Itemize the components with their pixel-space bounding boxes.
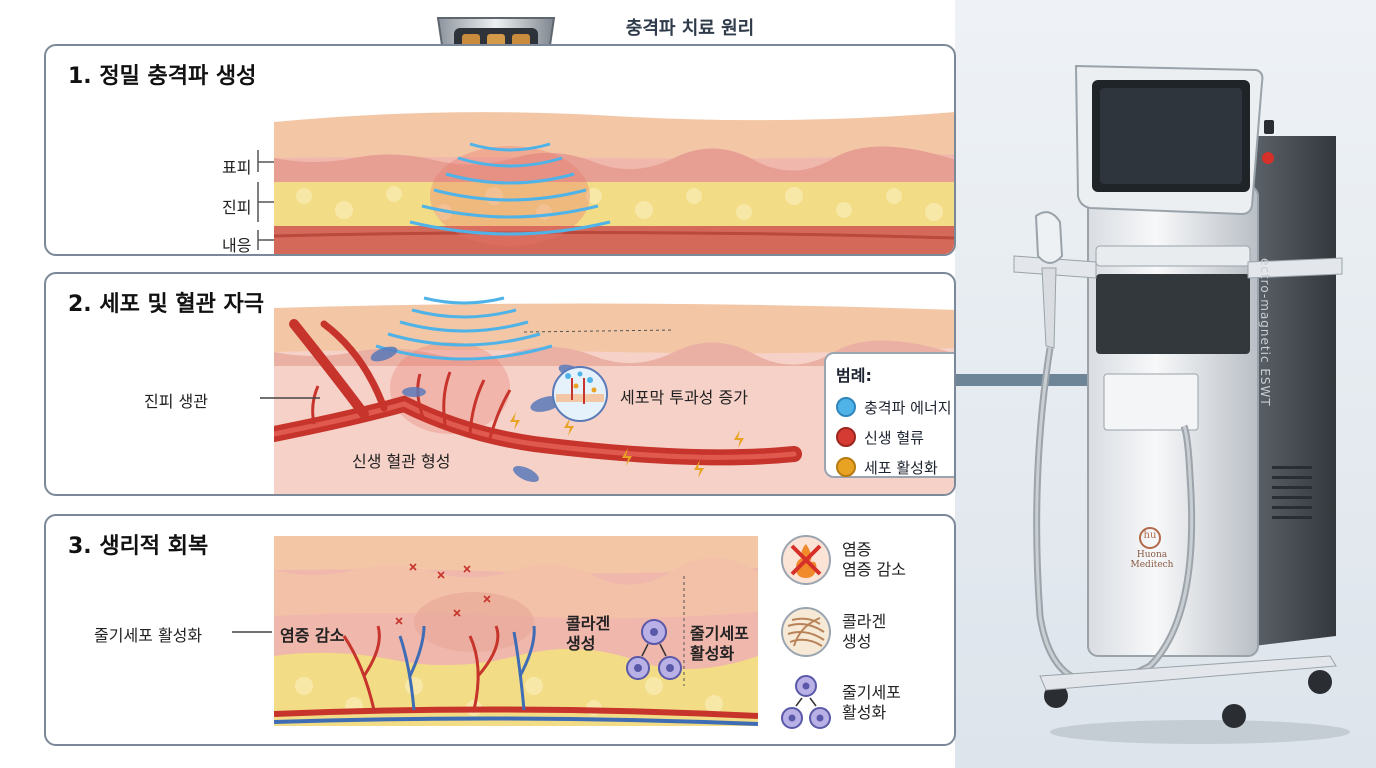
panel-2-title: 2. 세포 및 혈관 자극	[68, 292, 264, 317]
key-line: 콜라겐	[842, 612, 887, 631]
panel-3-title: 3. 생리적 회복	[68, 534, 209, 559]
key-stem-cell: 줄기세포 활성화	[780, 674, 901, 732]
label-epidermis: 표피	[222, 158, 252, 177]
device-logo: hu	[1143, 530, 1157, 541]
key-line: 줄기세포	[842, 683, 901, 702]
legend-label: 신생 혈류	[864, 428, 924, 447]
key-collagen: 콜라겐 생성	[780, 606, 886, 658]
label-dermal-vessel: 진피 생관	[144, 392, 208, 411]
dermal-vessel-leader	[260, 397, 320, 399]
label-stem-cell-left: 줄기세포 활성화	[94, 626, 203, 645]
device-brand: Huona Meditech	[1130, 550, 1174, 570]
key-inflammation: 염증 염증 감소	[780, 534, 906, 586]
cell-membrane-bubble	[552, 366, 608, 422]
device-model-text: ectro-magnetic ESWT	[1258, 258, 1272, 407]
panel-shockwave-generation: 1. 정밀 충격파 생성 표피 진피 내응	[44, 44, 956, 256]
panel-physiological-recovery: 3. 생리적 회복	[44, 514, 956, 746]
blood-flow-swatch-icon	[836, 427, 856, 447]
lightning-swatch-icon	[836, 457, 856, 477]
panel-1-title: 1. 정밀 충격파 생성	[68, 64, 257, 89]
legend-label: 충격파 에너지	[864, 398, 952, 417]
legend-label: 세포 활성화	[864, 458, 938, 477]
recovery-illustration	[274, 536, 758, 726]
key-collagen-text: 콜라겐 생성	[842, 612, 886, 652]
key-line: 염증 감소	[842, 560, 906, 579]
legend-item-blood-flow: 신생 혈류	[836, 422, 954, 452]
key-line: 염증	[842, 540, 872, 559]
label-stem-cell-right-text: 줄기세포 활성화	[690, 624, 749, 663]
label-inner-layer: 내응	[222, 236, 252, 255]
inflammation-icon	[781, 535, 831, 585]
key-line: 생성	[842, 632, 872, 651]
key-line: 활성화	[842, 703, 887, 722]
label-collagen-text: 콜라겐 생성	[566, 614, 611, 653]
label-stem-cell-right: 줄기세포 활성화	[690, 624, 749, 664]
eswt-device	[1013, 64, 1350, 744]
panel-cell-vessel-stimulation: 2. 세포 및 혈관 자극	[44, 272, 956, 496]
layer-brackets	[257, 150, 274, 250]
skin-layer-illustration	[274, 112, 954, 254]
legend-title: 범례:	[836, 366, 872, 385]
label-new-vessel: 신생 혈관 형성	[352, 452, 451, 471]
label-inflammation-reduction: 염증 감소	[280, 626, 345, 645]
stem-cell-leader	[232, 631, 272, 633]
key-stem-cell-text: 줄기세포 활성화	[842, 683, 901, 723]
shockwave-swatch-icon	[836, 397, 856, 417]
legend-item-shockwave: 충격파 에너지	[836, 392, 954, 422]
diagram-title: 충격파 치료 원리	[625, 18, 755, 39]
label-collagen: 콜라겐 생성	[566, 614, 610, 654]
label-dermis: 진피	[222, 198, 252, 217]
legend-item-cell-activation: 세포 활성화	[836, 452, 954, 482]
label-membrane-permeability: 세포막 투과성 증가	[620, 388, 748, 407]
connector-bar	[955, 374, 1095, 386]
stem-cell-icon	[781, 675, 831, 729]
key-inflammation-text: 염증 염증 감소	[842, 540, 906, 580]
legend-box: 범례: 충격파 에너지 신생 혈류 세포 활성화	[824, 352, 954, 478]
collagen-icon	[781, 607, 831, 657]
